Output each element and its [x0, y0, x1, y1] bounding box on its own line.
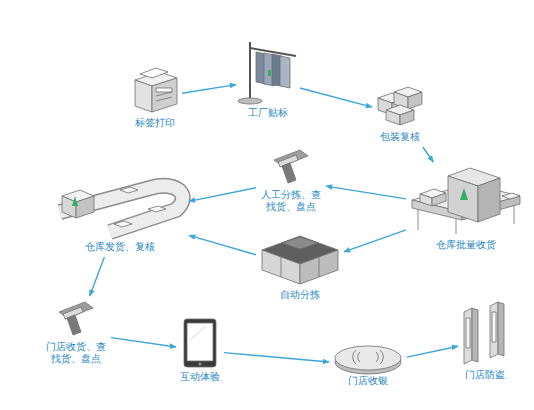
process-step: 门店收银 — [333, 344, 403, 387]
flow-arrow — [189, 235, 256, 254]
flow-arrow — [90, 257, 105, 296]
process-step: 标签打印 — [132, 66, 178, 129]
flow-arrow — [423, 147, 434, 162]
step-label: 仓库发货、复核 — [85, 241, 155, 253]
icon-area — [132, 66, 178, 114]
icon-area — [240, 40, 296, 104]
step-label: 包装复核 — [380, 131, 420, 143]
flow-arrow — [182, 85, 236, 94]
process-step: 自动分拣 — [260, 234, 340, 301]
icon-area — [55, 178, 185, 238]
flow-arrow — [300, 88, 372, 107]
flow-arrow — [189, 188, 256, 202]
security-gate-icon — [464, 302, 504, 364]
process-step: 仓库发货、复核 — [55, 178, 185, 253]
step-label: 仓库批量收货 — [436, 239, 496, 251]
icon-area — [56, 300, 96, 338]
printer-icon — [135, 68, 177, 112]
flow-arrow — [344, 230, 406, 252]
conveyor-gate-icon — [412, 168, 520, 234]
flow-arrow — [407, 346, 458, 357]
icon-area — [410, 166, 522, 236]
flow-arrow — [326, 186, 406, 199]
process-step: 门店收货、查找货、盘点 — [45, 300, 107, 365]
step-label: 门店收货、查找货、盘点 — [45, 341, 107, 365]
process-step: 人工分拣、查找货、盘点 — [260, 148, 322, 213]
step-label: 自动分拣 — [280, 289, 320, 301]
process-step: 仓库批量收货 — [410, 166, 522, 251]
step-label: 工厂贴标 — [248, 107, 288, 119]
tablet-icon — [184, 319, 216, 367]
flow-arrow — [111, 338, 176, 347]
process-step: 工厂贴标 — [240, 40, 296, 119]
step-label: 门店收银 — [348, 375, 388, 387]
icon-area — [376, 86, 424, 128]
process-step: 门店防盗 — [462, 300, 508, 381]
sorter-icon — [262, 236, 338, 284]
icon-area — [182, 318, 218, 368]
process-step: 包装复核 — [376, 86, 424, 143]
icon-area — [260, 234, 340, 286]
pad-reader-icon — [335, 346, 401, 374]
handheld-reader-icon — [59, 302, 93, 335]
step-label: 互动体验 — [180, 371, 220, 383]
u-conveyor-icon — [60, 186, 183, 232]
icon-area — [333, 344, 403, 372]
clothes-rack-icon — [238, 42, 296, 104]
step-label: 标签打印 — [135, 117, 175, 129]
boxes-icon — [378, 87, 422, 125]
flow-arrow — [224, 353, 329, 362]
icon-area — [271, 148, 311, 186]
handheld-reader-icon — [274, 150, 308, 183]
process-step: 互动体验 — [180, 318, 220, 383]
icon-area — [462, 300, 508, 366]
step-label: 人工分拣、查找货、盘点 — [260, 189, 322, 213]
step-label: 门店防盗 — [465, 369, 505, 381]
